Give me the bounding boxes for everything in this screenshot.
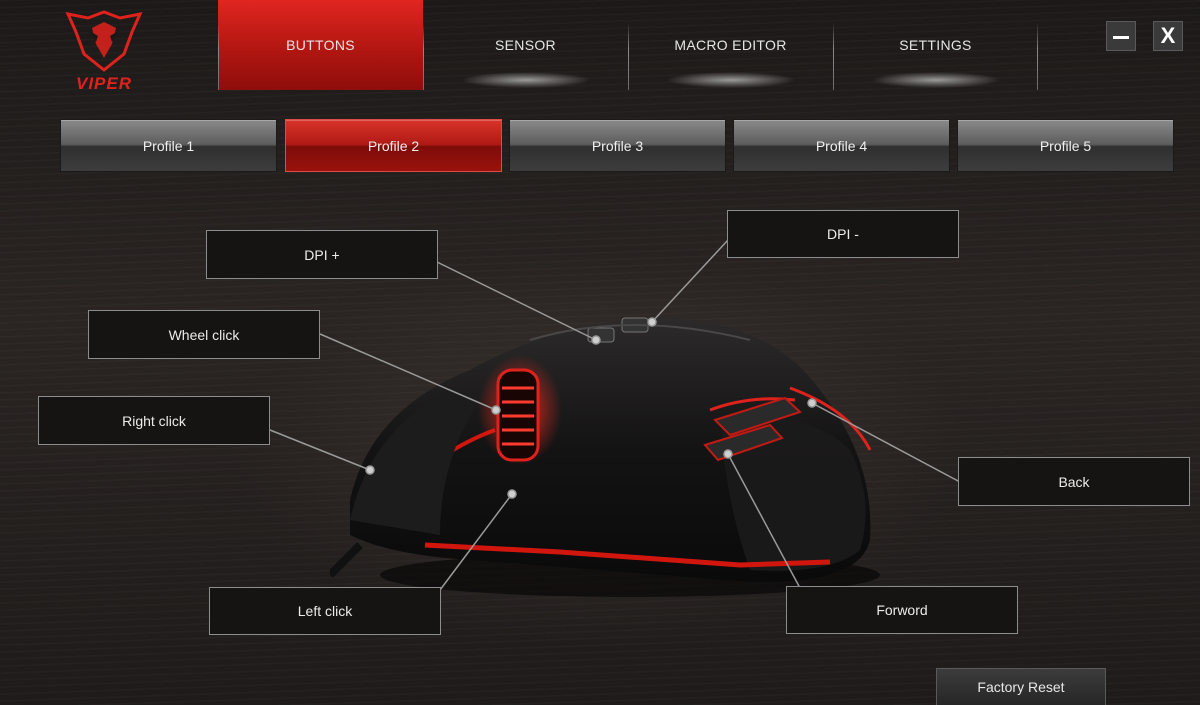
minimize-button[interactable] — [1106, 21, 1136, 51]
left-click-label: Left click — [297, 603, 353, 619]
profile-4-button[interactable]: Profile 4 — [733, 119, 950, 172]
profile-5-label: Profile 5 — [1039, 137, 1092, 154]
viper-logo: VIPER — [58, 8, 150, 94]
profile-2-button[interactable]: Profile 2 — [285, 119, 502, 172]
mouse-image — [330, 317, 880, 597]
profile-3-button[interactable]: Profile 3 — [509, 119, 726, 172]
viper-head-icon — [65, 10, 143, 72]
factory-reset-button[interactable]: Factory Reset — [936, 668, 1106, 705]
dpi-plus-button[interactable]: DPI + — [206, 230, 438, 279]
tab-settings[interactable]: SETTINGS — [833, 0, 1038, 90]
main-nav: BUTTONS SENSOR MACRO EDITOR SETTINGS — [218, 0, 1038, 90]
tab-buttons-label: BUTTONS — [286, 37, 355, 53]
back-button[interactable]: Back — [958, 457, 1190, 506]
forward-label: Forword — [876, 602, 928, 618]
dpi-minus-label: DPI - — [827, 226, 859, 242]
tab-macro-editor-label: MACRO EDITOR — [674, 37, 787, 53]
dpi-plus-label: DPI + — [304, 246, 340, 263]
profile-1-button[interactable]: Profile 1 — [60, 119, 277, 172]
forward-button[interactable]: Forword — [786, 586, 1018, 634]
minimize-icon — [1113, 35, 1129, 39]
wheel-click-label: Wheel click — [168, 326, 240, 343]
back-label: Back — [1058, 473, 1090, 490]
tab-buttons[interactable]: BUTTONS — [218, 0, 423, 90]
logo-text: VIPER — [75, 74, 133, 93]
profile-1-label: Profile 1 — [142, 137, 195, 154]
tab-settings-label: SETTINGS — [899, 37, 972, 53]
tab-macro-editor[interactable]: MACRO EDITOR — [628, 0, 833, 90]
wheel-click-button[interactable]: Wheel click — [88, 310, 320, 359]
right-click-label: Right click — [122, 412, 186, 429]
profile-3-label: Profile 3 — [591, 137, 644, 154]
close-icon: X — [1160, 23, 1176, 48]
tab-sensor-label: SENSOR — [495, 37, 556, 53]
dpi-minus-button[interactable]: DPI - — [727, 210, 959, 258]
tab-sensor[interactable]: SENSOR — [423, 0, 628, 90]
profile-4-label: Profile 4 — [815, 137, 868, 154]
close-button[interactable]: X — [1153, 21, 1183, 51]
profile-5-button[interactable]: Profile 5 — [957, 119, 1174, 172]
factory-reset-label: Factory Reset — [977, 679, 1065, 695]
left-click-button[interactable]: Left click — [209, 587, 441, 635]
profile-2-label: Profile 2 — [367, 137, 420, 154]
right-click-button[interactable]: Right click — [38, 396, 270, 445]
